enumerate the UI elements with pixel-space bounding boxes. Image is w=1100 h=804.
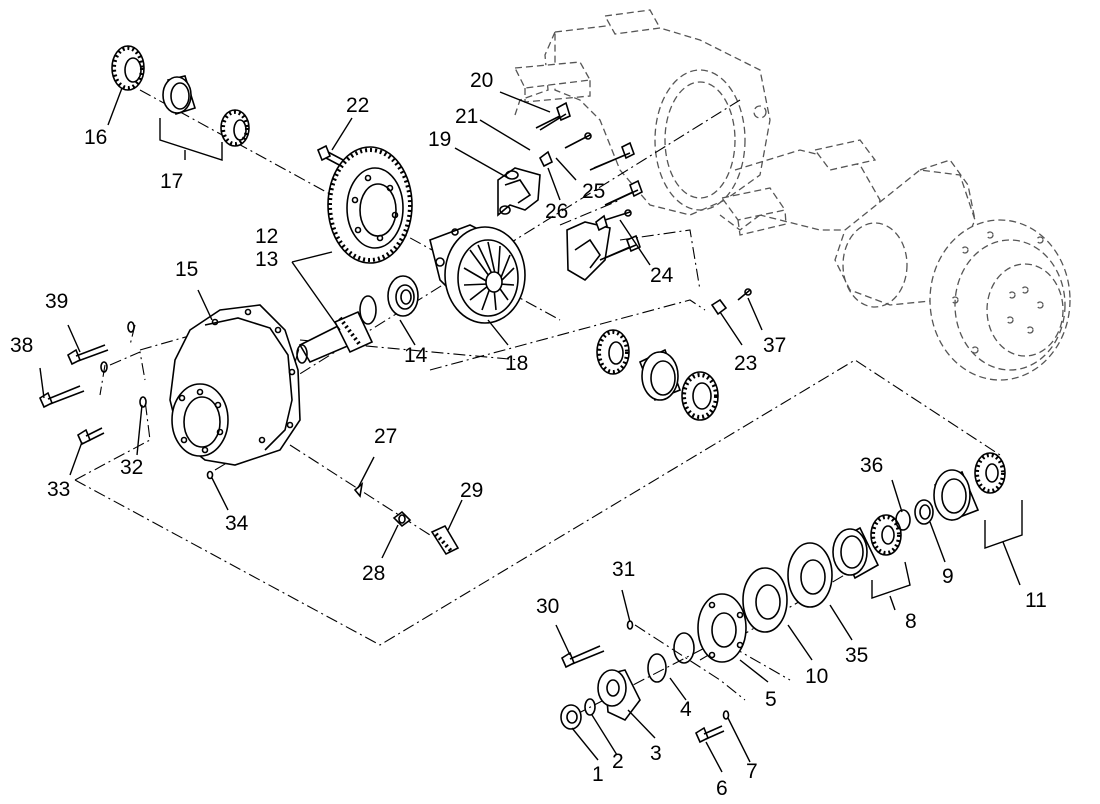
part-16-bearing-cone bbox=[111, 45, 145, 91]
part-10-shims bbox=[742, 567, 788, 633]
label-12: 12 bbox=[255, 225, 278, 248]
part-25-26-pins bbox=[538, 132, 632, 232]
label-13: 13 bbox=[255, 248, 278, 271]
label-37: 37 bbox=[763, 334, 786, 357]
label-3: 3 bbox=[650, 742, 662, 765]
label-11: 11 bbox=[1025, 589, 1047, 612]
label-18: 18 bbox=[505, 352, 528, 375]
label-15: 15 bbox=[175, 258, 198, 281]
label-25: 25 bbox=[582, 180, 605, 203]
part-1-nut bbox=[560, 704, 582, 730]
part-19b-bearing-cap bbox=[566, 221, 611, 282]
part-30-bolt bbox=[560, 645, 605, 669]
label-36: 36 bbox=[860, 454, 883, 477]
label-33: 33 bbox=[47, 478, 70, 501]
label-8: 8 bbox=[905, 610, 917, 633]
part-29-stud bbox=[430, 524, 460, 556]
part-33-bolt bbox=[76, 427, 105, 446]
label-20: 20 bbox=[470, 69, 493, 92]
callout-labels: 16 17 22 20 21 19 25 26 12 13 15 24 39 3… bbox=[10, 69, 1047, 800]
label-17: 17 bbox=[160, 170, 183, 193]
part-17-bearing-cup bbox=[162, 75, 250, 147]
label-21: 21 bbox=[455, 105, 478, 128]
axle-housing-ghost bbox=[513, 9, 881, 236]
label-30: 30 bbox=[536, 595, 559, 618]
label-22: 22 bbox=[346, 94, 369, 117]
part-23-37-nut-pin bbox=[710, 288, 752, 316]
label-38: 38 bbox=[10, 334, 33, 357]
label-24: 24 bbox=[650, 264, 674, 287]
label-28: 28 bbox=[362, 562, 385, 585]
label-2: 2 bbox=[612, 750, 624, 773]
pinion-gear bbox=[296, 310, 374, 364]
label-9: 9 bbox=[942, 565, 954, 588]
part-2-washer bbox=[584, 698, 596, 716]
part-18-differential-case bbox=[429, 224, 526, 324]
label-31: 31 bbox=[612, 558, 635, 581]
part-20-cap-bolts bbox=[535, 101, 643, 261]
leader-lines bbox=[39, 87, 1023, 773]
label-32: 32 bbox=[120, 456, 143, 479]
part-7-washer bbox=[722, 710, 730, 720]
label-10: 10 bbox=[805, 665, 828, 688]
part-28-nut bbox=[392, 510, 412, 528]
label-35: 35 bbox=[845, 644, 868, 667]
label-23: 23 bbox=[734, 352, 757, 375]
label-1: 1 bbox=[592, 763, 604, 786]
part-34-plug bbox=[206, 470, 214, 480]
wheel-end-ghost bbox=[834, 159, 1071, 381]
label-16: 16 bbox=[84, 126, 107, 149]
label-5: 5 bbox=[765, 688, 777, 711]
part-36-ring bbox=[895, 509, 911, 531]
label-39: 39 bbox=[45, 290, 68, 313]
label-7: 7 bbox=[746, 760, 758, 783]
differential-bearings bbox=[596, 329, 719, 421]
label-14: 14 bbox=[404, 344, 428, 367]
part-14-bearing bbox=[359, 275, 419, 325]
part-19-bearing-cap bbox=[497, 167, 541, 217]
label-29: 29 bbox=[460, 479, 483, 502]
label-4: 4 bbox=[680, 698, 692, 721]
label-27: 27 bbox=[374, 425, 397, 448]
part-31-washer bbox=[626, 620, 634, 630]
part-32-washer bbox=[139, 396, 147, 408]
part-39-bolt bbox=[66, 321, 135, 366]
label-19: 19 bbox=[428, 128, 451, 151]
label-34: 34 bbox=[225, 512, 249, 535]
part-38-bolt bbox=[38, 361, 108, 409]
part-6-bolt bbox=[694, 725, 725, 744]
part-11-bearing bbox=[933, 452, 1006, 522]
part-15-carrier-housing bbox=[169, 304, 301, 466]
label-6: 6 bbox=[716, 777, 728, 800]
part-5-cover bbox=[697, 593, 747, 663]
part-9-nut bbox=[914, 499, 934, 525]
part-8-bearing bbox=[832, 514, 902, 580]
part-35-gasket bbox=[787, 542, 833, 608]
label-26: 26 bbox=[545, 200, 568, 223]
part-4-seal bbox=[647, 632, 695, 683]
part-3-flange bbox=[597, 669, 641, 722]
part-12-13-ring-gear bbox=[327, 146, 413, 264]
